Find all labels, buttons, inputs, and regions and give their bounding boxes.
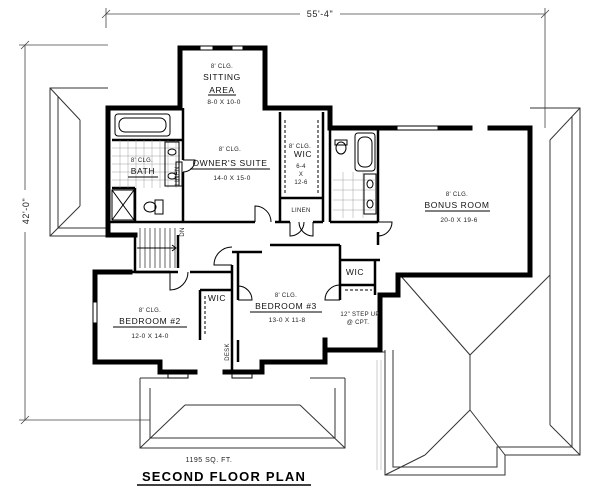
door-swings: [169, 159, 393, 301]
bonus-size: 20-0 X 19-6: [440, 217, 477, 224]
room-sitting-area: 8' CLG. SITTING AREA 8-0 X 10-0: [203, 64, 241, 106]
staircase: [137, 228, 177, 268]
bonus-ceiling: 8' CLG.: [446, 192, 468, 198]
step-up-line1: 12" STEP UP: [340, 312, 379, 318]
bath-ceiling: 8' CLG.: [131, 158, 153, 164]
wic-bed3-name: WIC: [346, 267, 364, 277]
closet-shelving: [175, 120, 372, 336]
sitting-size: 8-0 X 10-0: [207, 99, 240, 106]
wic-owner-size-x: X: [299, 172, 303, 178]
room-wic-bedroom-2: WIC: [208, 293, 226, 303]
bedroom3-name: BEDROOM #3: [255, 301, 317, 311]
room-owners-suite: 8' CLG. OWNER'S SUITE 14-0 X 15-0: [190, 147, 270, 182]
stair-dn-label: DN: [180, 227, 186, 236]
wic-owner-ceiling: 8' CLG.: [289, 144, 311, 150]
room-bedroom-2: 8' CLG. BEDROOM #2 12-0 X 14-0: [113, 308, 187, 340]
roof-outline: [49, 87, 581, 476]
sitting-name-line1: SITTING: [203, 72, 241, 82]
desk-label: DESK: [225, 343, 231, 361]
bedroom3-size: 13-0 X 11-8: [269, 317, 306, 324]
bonus-name: BONUS ROOM: [424, 200, 489, 210]
sitting-ceiling: 8' CLG.: [211, 64, 233, 70]
square-footage: 1195 SQ. FT.: [186, 457, 233, 464]
windows: [92, 45, 440, 379]
owners-size: 14-0 X 15-0: [213, 175, 250, 182]
interior-walls: [108, 108, 380, 372]
depth-dimension-text: 42'-0": [21, 198, 31, 225]
step-up-line2: @ CPT.: [347, 320, 370, 326]
wic-owner-size-w: 6-4: [296, 164, 306, 170]
plan-title: SECOND FLOOR PLAN: [142, 469, 306, 484]
room-wic-owner: 8' CLG. WIC 6-4 X 12-6: [289, 144, 312, 186]
width-dimension-text: 55'-4": [307, 9, 334, 19]
bath-fixtures: [111, 113, 377, 221]
linen-hall-label: LINEN: [291, 208, 310, 214]
bath-name: BATH: [131, 166, 155, 176]
step-up-note: 12" STEP UP @ CPT.: [340, 312, 379, 326]
bedroom2-size: 12-0 X 14-0: [131, 333, 168, 340]
bedroom2-ceiling: 8' CLG.: [139, 308, 161, 314]
room-bath: 8' CLG. BATH: [128, 158, 158, 178]
wic-owner-size-d: 12-6: [294, 180, 308, 186]
room-bonus: 8' CLG. BONUS ROOM 20-0 X 19-6: [424, 192, 490, 224]
owners-ceiling: 8' CLG.: [219, 147, 241, 153]
room-wic-bedroom-3: WIC: [346, 267, 364, 277]
exterior-walls: [92, 45, 533, 375]
sitting-name-line2: AREA: [209, 85, 235, 95]
linen-owner-label: LINEN: [175, 166, 181, 185]
dimension-width: 55'-4": [101, 7, 550, 128]
wic-bed2-name: WIC: [208, 293, 226, 303]
bedroom3-ceiling: 8' CLG.: [275, 293, 297, 299]
owners-name: OWNER'S SUITE: [192, 158, 267, 168]
dimension-depth: 42'-0": [19, 40, 150, 425]
wic-owner-name: WIC: [294, 149, 312, 159]
room-bedroom-3: 8' CLG. BEDROOM #3 13-0 X 11-8: [250, 293, 322, 324]
bedroom2-name: BEDROOM #2: [119, 316, 181, 326]
